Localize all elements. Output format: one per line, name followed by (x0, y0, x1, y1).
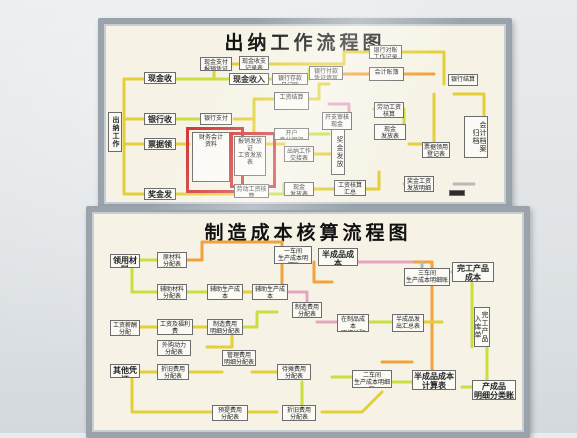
flow-node: 完工产品成本 计算表 (452, 262, 494, 282)
flow-node: 财务会计 资料 (192, 132, 230, 182)
flow-node: 开支审核 现金 (322, 112, 352, 130)
board-title-cost: 制造成本核算流程图 (204, 222, 412, 244)
flow-node: 现金收支 (144, 72, 176, 84)
flow-node: 一车间 生产成本明细账 (274, 246, 312, 264)
flow-node: 现金 发放表 (284, 182, 314, 196)
flow-node: 在制品成本 明细分配表 (337, 314, 369, 332)
flow-node: 折旧费用 分配表 (282, 405, 316, 421)
flow-node: 奖金发放 (144, 188, 176, 200)
flow-node: 二车间 生产成本明细账 (352, 370, 392, 388)
flow-node: 银行结算 (448, 74, 478, 86)
flow-node: 外购动力 分配表 (157, 340, 191, 356)
flow-node: 奖金发放 (331, 129, 345, 175)
cashier-workflow-board: 出纳工作流程图 (98, 18, 512, 210)
flow-node: 银行存款 日记账 (272, 73, 308, 85)
flow-node: 制造费用 分配表 (292, 302, 322, 318)
flow-node: 其他凭证 (110, 364, 140, 378)
flow-node: 领用材料 (110, 254, 140, 268)
flow-node: 工资结算 (274, 92, 309, 110)
flow-node: 工资核算汇总 (334, 180, 366, 196)
flow-node: 完工产品 入库单 (474, 307, 490, 347)
flow-node: 折旧费用 分配表 (157, 364, 189, 380)
flow-node: 工资及福利费 分配表 (157, 319, 193, 335)
flow-node: 现金支付 报销凭证 (200, 57, 232, 71)
flow-node: 票据领用 登记表 (144, 138, 176, 150)
flow-node: 原材料 分配表 (157, 252, 187, 268)
flow-node: 产成品 明细分类账 (472, 380, 516, 400)
flow-node: 现金收支 记录表 (239, 56, 269, 70)
flow-node: 待摊费用 分配表 (277, 364, 311, 380)
flow-node: 劳动工资核算 资金发放表 (234, 184, 269, 198)
flow-node: 出纳工作 交接表 (284, 146, 314, 162)
board-title-cashier: 出纳工作流程图 (224, 32, 386, 54)
flow-node: 银行对账 工作记录表 (369, 45, 402, 59)
flow-node: 开户 商业银行 (274, 128, 309, 140)
flow-node: 半成品成本 计算表 (412, 370, 456, 390)
flow-node: 银行付款 凭证填写 (309, 66, 343, 80)
flow-node: 劳动工资核算 资金发放表 (374, 102, 404, 118)
flow-node: 预提费用 分配表 (212, 405, 248, 421)
flow-node: 辅助材料 分配表 (157, 284, 187, 300)
manufacturing-cost-board: 制造成本核算流程图 (86, 206, 530, 438)
flow-node: 银行支付 (200, 113, 232, 125)
flow-node: 会计账簿 (369, 67, 404, 81)
flow-node: 管理费用 明细分配表 (222, 350, 256, 366)
flow-node: 银行收入 (144, 113, 176, 125)
flow-node: 报销发放证 工资发放表 (234, 136, 266, 176)
flow-node: 现金 发放表 (374, 124, 406, 140)
flow-node: 现金收入 (229, 73, 269, 85)
flow-node: 制造费用 明细分配表 (207, 319, 243, 335)
flow-node: 辅助生产成本 明细账 (207, 284, 243, 300)
flow-node: 奖金工资 发放明细 (404, 176, 434, 192)
flow-node: 三车间 生产成本明细账 (404, 268, 450, 286)
flow-node: 半成品发 出汇总表 (392, 314, 424, 332)
flow-node: 工资薪酬 分配 (110, 320, 140, 336)
flow-node: 会计档案 归档 (464, 116, 488, 158)
flow-node: 票据领用 登记表 (422, 142, 450, 158)
power-switch (449, 190, 465, 196)
flow-node: 出纳工作 (108, 112, 122, 152)
flow-node: 半成品成本 计算表 (318, 248, 358, 266)
